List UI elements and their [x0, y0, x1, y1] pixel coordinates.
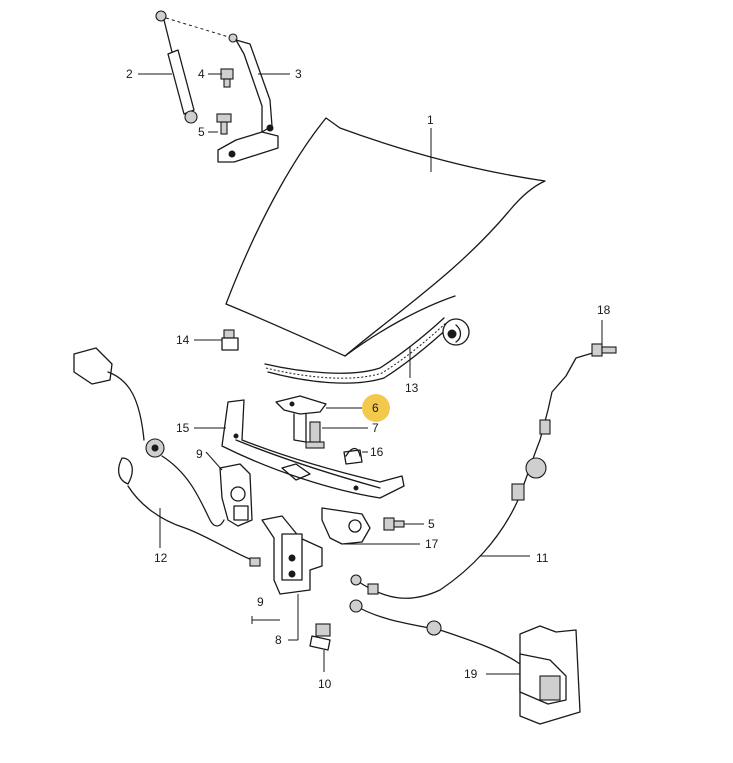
callout-15: 15: [176, 421, 190, 435]
callout-11: 11: [536, 551, 549, 565]
release-cable[interactable]: [349, 351, 597, 665]
cable-bolt[interactable]: [591, 343, 617, 357]
rubber-buffer[interactable]: [221, 329, 239, 351]
retaining-clip[interactable]: [343, 447, 363, 465]
warning-label: [442, 318, 470, 346]
callout-9-lower: 9: [257, 595, 264, 609]
hinge-bolt-5[interactable]: [216, 113, 232, 135]
callout-3: 3: [295, 67, 302, 81]
callout-9-upper: 9: [196, 447, 203, 461]
hood-hinge[interactable]: [217, 33, 279, 163]
callouts: 1 2 3 4 5 5 6 7 8 9 9: [126, 67, 611, 691]
callout-10: 10: [318, 677, 332, 691]
callout-17: 17: [425, 537, 439, 551]
release-bracket[interactable]: [321, 507, 371, 545]
callout-12: 12: [154, 551, 168, 565]
hinge-bolt-4[interactable]: [220, 68, 234, 88]
hood-contact-switch[interactable]: [219, 463, 253, 527]
bracket-bolt-5[interactable]: [383, 517, 405, 531]
lock-bolt[interactable]: [309, 623, 331, 651]
callout-8: 8: [275, 633, 282, 647]
callout-19: 19: [464, 667, 478, 681]
callout-5-top: 5: [198, 125, 205, 139]
callout-18: 18: [597, 303, 611, 317]
callout-14: 14: [176, 333, 190, 347]
callout-1: 1: [427, 113, 434, 127]
switch-wiring-harness[interactable]: [73, 347, 225, 527]
hood-panel[interactable]: [225, 117, 546, 357]
hood-striker[interactable]: [275, 395, 327, 443]
emergency-release-cable[interactable]: [117, 457, 261, 567]
hood-seal[interactable]: [264, 317, 451, 384]
callout-7: 7: [372, 421, 379, 435]
callout-6-highlight: [362, 394, 390, 422]
release-handle[interactable]: [519, 625, 581, 725]
hood-lock[interactable]: [261, 515, 323, 595]
callout-2: 2: [126, 67, 133, 81]
callout-5-lower: 5: [428, 517, 435, 531]
callout-4: 4: [198, 67, 205, 81]
callout-6[interactable]: 6: [372, 401, 379, 415]
callout-13: 13: [405, 381, 419, 395]
callout-16: 16: [370, 445, 384, 459]
lock-carrier[interactable]: [221, 399, 405, 499]
gas-strut[interactable]: [155, 10, 233, 124]
striker-screw[interactable]: [305, 421, 325, 449]
